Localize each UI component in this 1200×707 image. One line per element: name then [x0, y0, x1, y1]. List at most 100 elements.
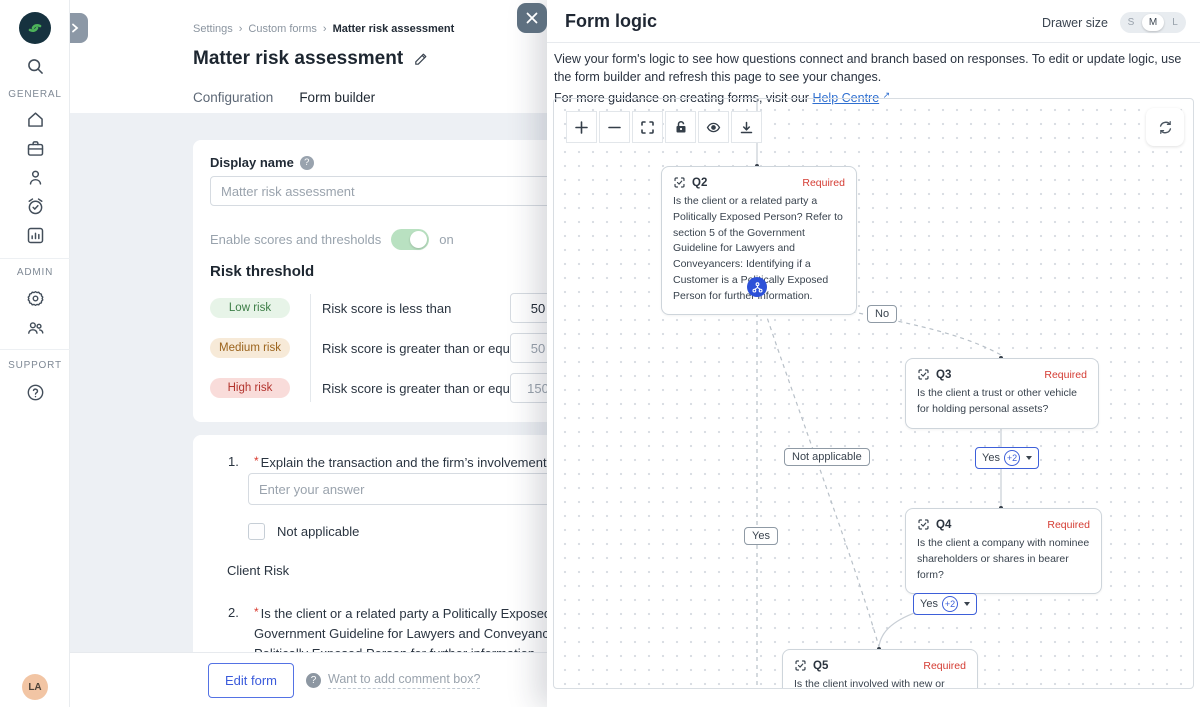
edge-label-yes[interactable]: Yes [744, 527, 778, 545]
contacts-person-icon[interactable] [0, 167, 70, 188]
page-title: Matter risk assessment [193, 48, 404, 69]
node-id: Q2 [692, 176, 708, 189]
lock-button[interactable] [665, 111, 696, 143]
single-choice-icon [918, 519, 929, 530]
node-id: Q5 [813, 659, 829, 672]
drawer-size-label: Drawer size [1042, 15, 1108, 30]
question-1-number: 1. [228, 454, 239, 469]
chevron-right-icon [72, 23, 79, 33]
risk-threshold-title: Risk threshold [210, 263, 315, 280]
help-icon[interactable] [0, 382, 70, 403]
high-risk-rule: Risk score is greater than or equal to [322, 380, 535, 396]
answer-chip-yes-q4[interactable]: Yes +2 [913, 593, 977, 615]
single-choice-icon [795, 660, 806, 671]
node-question-text: Is the client involved with new or devel… [794, 678, 945, 689]
tab-configuration[interactable]: Configuration [193, 90, 274, 105]
scores-toggle-label: Enable scores and thresholds [210, 232, 382, 247]
flow-node-q4[interactable]: Q4 Required Is the client a company with… [905, 508, 1102, 595]
form-logic-drawer: Form logic Drawer size S M L View your f… [547, 0, 1200, 707]
drawer-size-small-button[interactable]: S [1127, 17, 1135, 28]
required-asterisk: * [254, 605, 259, 619]
drawer-title: Form logic [565, 11, 658, 31]
user-management-icon[interactable] [0, 317, 70, 338]
drawer-size-medium-button[interactable]: M [1142, 14, 1164, 31]
low-risk-badge: Low risk [210, 298, 290, 318]
edit-pencil-icon[interactable] [413, 51, 429, 67]
node-question-text: Is the client a company with nominee sha… [917, 537, 1090, 581]
comment-help-icon[interactable]: ? [306, 673, 321, 688]
chevron-down-icon [1025, 456, 1032, 460]
high-risk-badge: High risk [210, 378, 290, 398]
sidebar-divider [0, 349, 70, 350]
sidebar-section-admin: ADMIN [16, 267, 54, 278]
sidebar-divider [0, 258, 70, 259]
required-asterisk: * [254, 454, 259, 468]
question-2-number: 2. [228, 605, 239, 620]
close-icon [526, 12, 538, 24]
display-name-label: Display name [210, 155, 294, 170]
medium-risk-badge: Medium risk [210, 338, 290, 358]
drawer-size-control: S M L [1120, 12, 1186, 33]
branch-icon [751, 281, 763, 293]
app-logo-icon[interactable] [19, 12, 51, 44]
chip-score-badge: +2 [941, 596, 958, 612]
breadcrumb-custom-forms[interactable]: Custom forms [248, 23, 317, 35]
scores-toggle[interactable] [391, 229, 430, 250]
visibility-button[interactable] [698, 111, 729, 143]
edit-form-button[interactable]: Edit form [208, 663, 294, 698]
not-applicable-checkbox[interactable] [248, 523, 265, 540]
breadcrumb-separator: › [238, 23, 243, 35]
client-risk-section-label: Client Risk [227, 563, 290, 578]
chip-score-badge: +2 [1003, 450, 1020, 466]
node-question-text: Is the client a trust or other vehicle f… [917, 387, 1077, 415]
breadcrumb-current: Matter risk assessment [332, 23, 455, 35]
chip-label: Yes [920, 598, 938, 610]
form-logic-canvas[interactable]: Q2 Required Is the client or a related p… [553, 98, 1194, 689]
edge-label-no[interactable]: No [867, 305, 898, 323]
branch-logic-badge[interactable] [747, 277, 767, 297]
sidebar-section-general: GENERAL [8, 89, 62, 100]
breadcrumb: Settings › Custom forms › Matter risk as… [193, 23, 454, 35]
zoom-out-button[interactable] [599, 111, 630, 143]
chevron-down-icon [963, 602, 970, 606]
download-button[interactable] [731, 111, 762, 143]
drawer-size-large-button[interactable]: L [1172, 17, 1178, 28]
matters-briefcase-icon[interactable] [0, 138, 70, 159]
flow-node-q3[interactable]: Q3 Required Is the client a trust or oth… [905, 358, 1099, 429]
search-icon[interactable] [0, 56, 70, 77]
required-badge: Required [1044, 368, 1087, 381]
refresh-button[interactable] [1146, 108, 1184, 146]
breadcrumb-settings[interactable]: Settings [193, 23, 233, 35]
scores-toggle-state: on [439, 232, 454, 247]
chip-label: Yes [982, 452, 1000, 464]
drawer-header: Form logic Drawer size S M L [547, 0, 1200, 43]
risk-divider [310, 294, 311, 402]
answer-chip-yes-q3[interactable]: Yes +2 [975, 447, 1039, 469]
display-name-help-icon[interactable]: ? [299, 155, 314, 170]
time-tracking-icon[interactable] [0, 196, 70, 217]
flow-node-q2[interactable]: Q2 Required Is the client or a related p… [661, 166, 857, 316]
home-icon[interactable] [0, 109, 70, 130]
required-badge: Required [1047, 518, 1090, 531]
risk-row-high: High risk Risk score is greater than or … [210, 368, 740, 408]
drawer-close-button[interactable] [517, 3, 547, 33]
reports-chart-icon[interactable] [0, 225, 70, 246]
required-badge: Required [923, 659, 966, 672]
flow-toolbar [566, 111, 762, 143]
single-choice-icon [918, 369, 929, 380]
fit-view-button[interactable] [632, 111, 663, 143]
node-id: Q3 [936, 368, 952, 381]
low-risk-rule: Risk score is less than [322, 300, 452, 316]
tab-bar: Configuration Form builder [193, 90, 376, 118]
flow-node-q5[interactable]: Q5 Required Is the client involved with … [782, 649, 978, 689]
drawer-description-text: View your form's logic to see how questi… [554, 52, 1182, 85]
settings-gear-icon[interactable] [0, 288, 70, 309]
sidebar-section-support: SUPPORT [8, 360, 62, 371]
edge-label-not-applicable[interactable]: Not applicable [784, 448, 870, 466]
user-avatar[interactable]: LA [22, 674, 48, 700]
zoom-in-button[interactable] [566, 111, 597, 143]
node-question-text: Is the client or a related party a Polit… [673, 195, 843, 302]
comment-hint-link[interactable]: Want to add comment box? [328, 672, 481, 689]
sidebar: GENERAL ADMIN SUPPORT LA [0, 0, 70, 707]
medium-risk-rule: Risk score is greater than or equal to [322, 340, 535, 356]
